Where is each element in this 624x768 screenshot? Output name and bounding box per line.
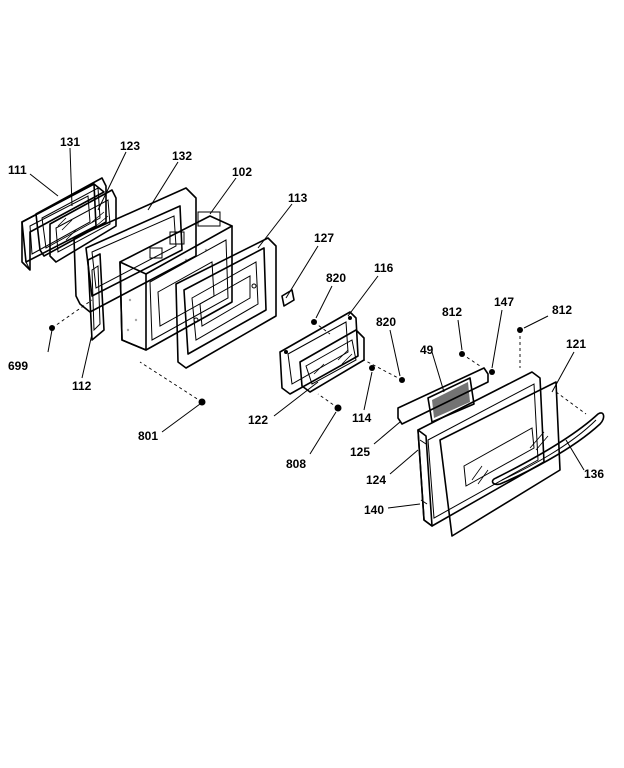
part-132-gasket-frame: [73, 187, 197, 313]
label-114: 114: [352, 411, 372, 425]
label-147: 147: [494, 295, 514, 309]
assembly-lines: [51, 299, 587, 415]
part-140-door-shell: [417, 371, 545, 527]
part-102-inner-liner: [119, 211, 233, 351]
label-112: 112: [72, 379, 92, 393]
label-113: 113: [288, 191, 308, 205]
label-131: 131: [60, 135, 80, 149]
part-112-door-liner: [87, 253, 105, 341]
label-699: 699: [8, 359, 28, 373]
part-113-inner-panel: [175, 237, 277, 369]
part-125-vent-strip: [397, 367, 489, 425]
part-labels: 111 131 123 132 102 113 127 820 116 820 …: [8, 135, 604, 517]
part-136-handle: [491, 412, 605, 486]
label-140: 140: [364, 503, 384, 517]
label-132: 132: [172, 149, 192, 163]
fastener-147: [489, 369, 495, 375]
label-136: 136: [584, 467, 604, 481]
part-116-window-frame: [279, 311, 359, 395]
label-127: 127: [314, 231, 334, 245]
label-116: 116: [374, 261, 394, 275]
part-121-outer-glass: [439, 381, 561, 537]
label-124: 124: [366, 473, 386, 487]
leader-lines: [29, 147, 585, 509]
label-801: 801: [138, 429, 158, 443]
label-111: 111: [8, 163, 27, 177]
label-121: 121: [566, 337, 586, 351]
label-812-right: 812: [552, 303, 572, 317]
label-125: 125: [350, 445, 370, 459]
label-102: 102: [232, 165, 252, 179]
label-123: 123: [120, 139, 140, 153]
label-820-lower: 820: [376, 315, 396, 329]
part-131-window-pane: [35, 177, 107, 257]
label-812-left: 812: [442, 305, 462, 319]
fastener-114: [369, 365, 375, 371]
part-49-vent-screen: [427, 377, 475, 423]
label-122: 122: [248, 413, 268, 427]
label-49: 49: [420, 343, 434, 357]
part-123-glass: [49, 189, 117, 263]
part-127-bracket: [281, 289, 295, 307]
label-808: 808: [286, 457, 306, 471]
label-820-upper: 820: [326, 271, 346, 285]
